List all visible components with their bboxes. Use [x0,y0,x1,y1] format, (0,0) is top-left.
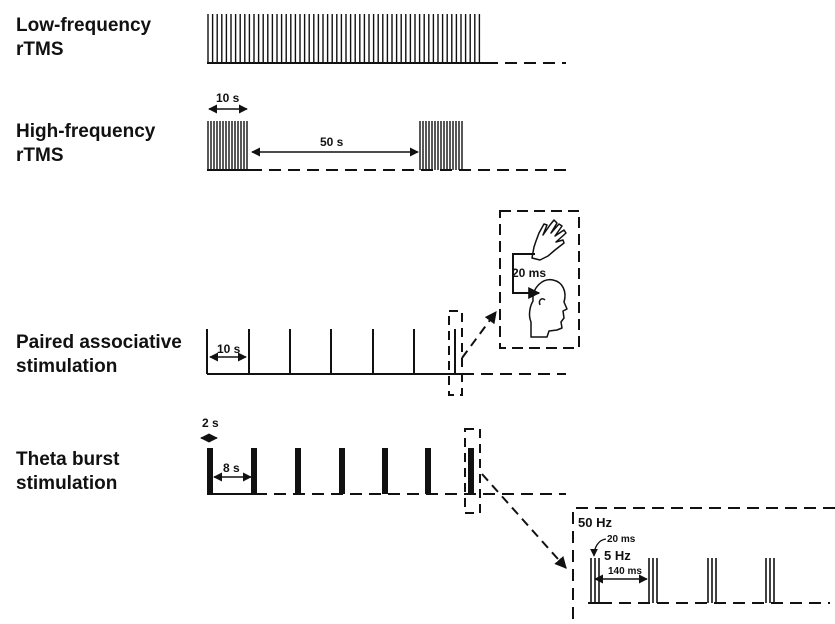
tbs-burst [382,448,388,494]
hand-icon [532,220,566,260]
tbs-pulse-interval-label: 20 ms [607,534,636,545]
pas-pulses [207,329,455,374]
tbs-burst-frequency-label: 5 Hz [604,548,631,563]
tbs-inset-frequency-label: 50 Hz [578,515,612,530]
tbs-burst [207,448,213,494]
tbs-bursts [207,448,474,494]
high-frequency-train-2 [420,121,462,170]
tbs-burst-interval-label: 140 ms [608,566,642,577]
pas-delay-label: 20 ms [512,266,546,280]
high-frequency-train-1 [208,121,247,170]
tbs-zoom-arrow [482,474,566,568]
tbs-burst [339,448,345,494]
tbs-interval-label: 8 s [223,461,240,475]
tbs-inset-bursts [591,558,774,603]
tbs-burst [468,448,474,494]
low-frequency-pulse-train [208,14,479,63]
head-icon [530,280,567,337]
tbs-burst [425,448,431,494]
pas-zoom-arrow [462,312,496,358]
pas-interval-label: 10 s [217,342,241,356]
tbs-train-label: 2 s [202,416,219,430]
tbs-burst [251,448,257,494]
train-duration-label: 10 s [216,91,240,105]
inter-train-interval-label: 50 s [320,135,344,149]
tbs-burst [295,448,301,494]
